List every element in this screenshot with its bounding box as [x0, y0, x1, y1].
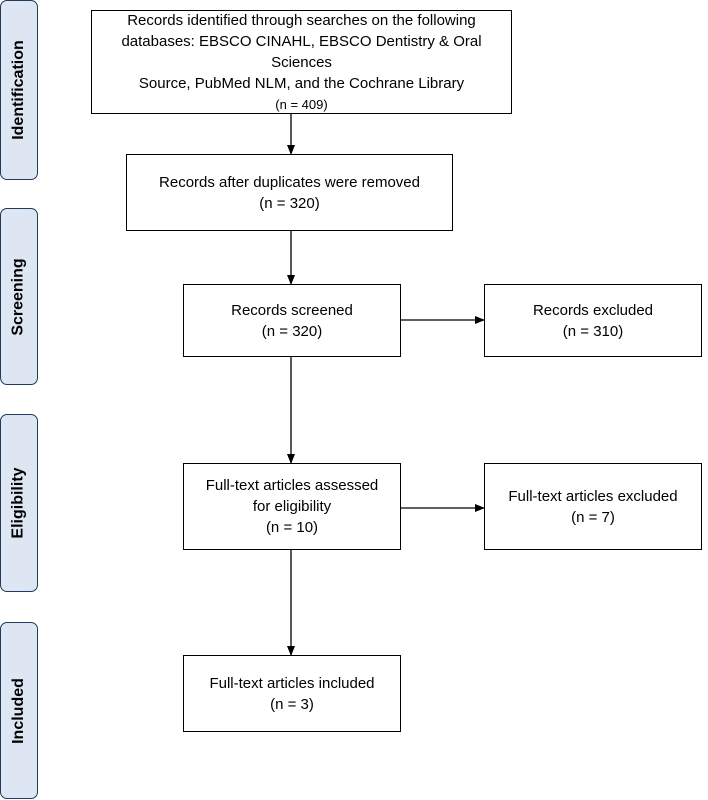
- stage-screening: Screening: [0, 208, 38, 385]
- box-full-text-included: Full-text articles included (n = 3): [183, 655, 401, 732]
- box-records-excluded: Records excluded (n = 310): [484, 284, 702, 357]
- excluded-count: (n = 310): [562, 322, 624, 340]
- stage-included-label: Included: [10, 677, 27, 744]
- box-full-text-assessed: Full-text articles assessed for eligibil…: [183, 463, 401, 550]
- assessed-line-2: for eligibility: [252, 498, 332, 515]
- identified-count: (n = 409): [275, 96, 328, 112]
- screened-count: (n = 320): [261, 322, 323, 340]
- ft-excluded-count: (n = 7): [571, 508, 615, 526]
- stage-screening-label: Screening: [10, 257, 28, 336]
- identified-line-2: databases: EBSCO CINAHL, EBSCO Dentistry…: [121, 32, 482, 71]
- box-records-screened: Records screened (n = 320): [183, 284, 401, 357]
- identified-line-3: Source, PubMed NLM, and the Cochrane Lib…: [138, 74, 465, 92]
- stage-identification: Identification: [0, 0, 38, 180]
- excluded-line-1: Records excluded: [532, 301, 654, 319]
- screened-line-1: Records screened: [231, 301, 353, 319]
- ft-excluded-line-1: Full-text articles excluded: [508, 487, 678, 505]
- box-records-after-duplicates-removed: Records after duplicates were removed (n…: [126, 154, 453, 231]
- stage-eligibility: Eligibility: [0, 414, 38, 592]
- dedup-count: (n = 320): [259, 194, 320, 212]
- included-line-1: Full-text articles included: [209, 674, 375, 692]
- assessed-count: (n = 10): [265, 519, 319, 536]
- stage-eligibility-label: Eligibility: [10, 467, 27, 539]
- dedup-line-1: Records after duplicates were removed: [159, 173, 420, 191]
- box-full-text-excluded: Full-text articles excluded (n = 7): [484, 463, 702, 550]
- identified-line-1: Records identified through searches on t…: [127, 11, 476, 29]
- stage-included: Included: [0, 622, 38, 799]
- stage-identification-label: Identification: [10, 40, 27, 140]
- box-records-identified: Records identified through searches on t…: [91, 10, 512, 114]
- included-count: (n = 3): [270, 695, 314, 713]
- assessed-line-1: Full-text articles assessed: [205, 477, 379, 494]
